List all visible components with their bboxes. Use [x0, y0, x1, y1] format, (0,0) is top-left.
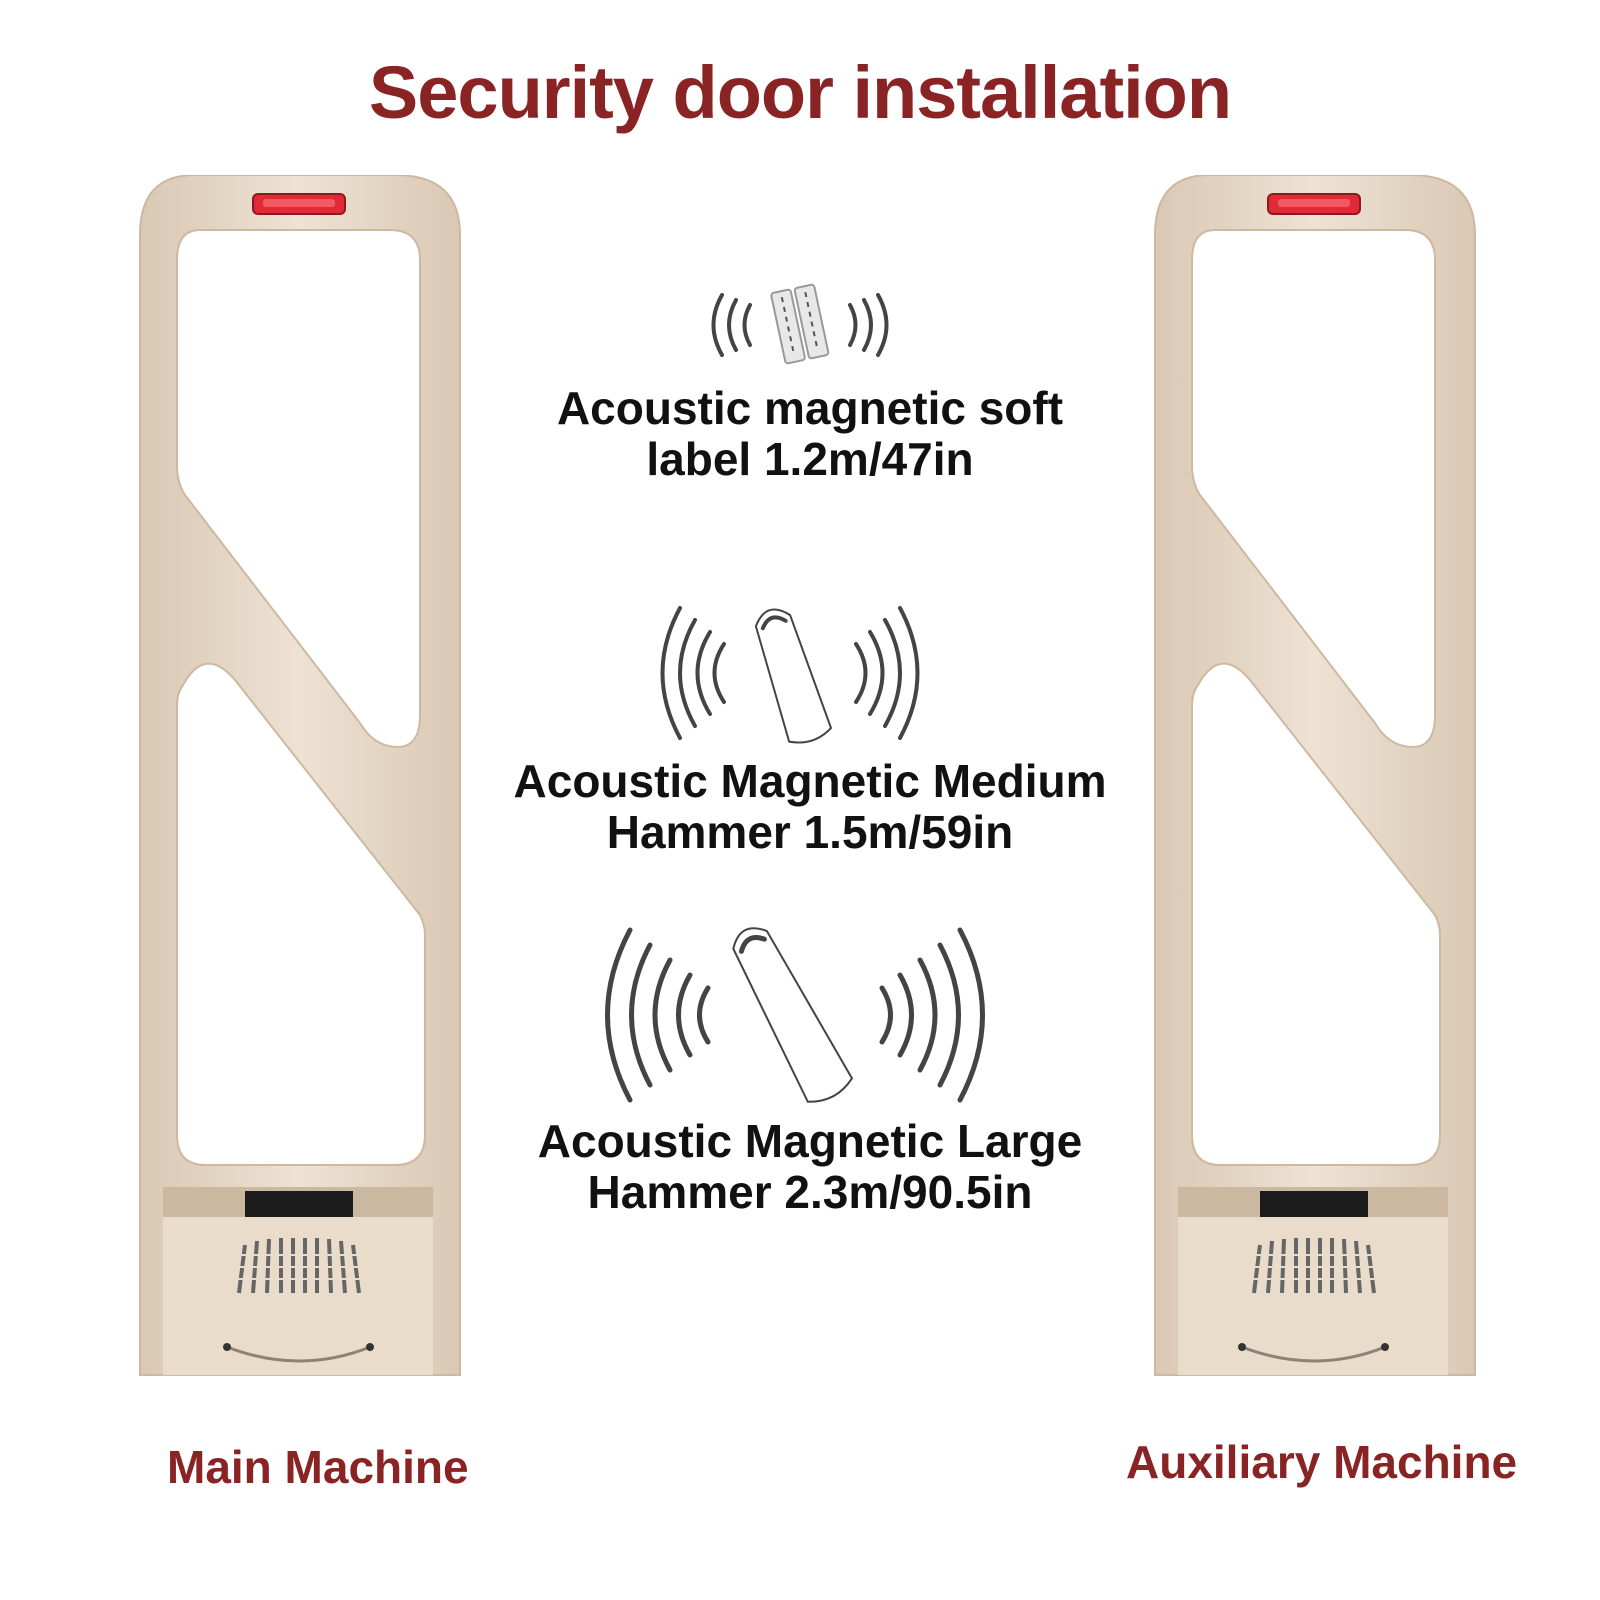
security-gate-icon [1154, 175, 1476, 1376]
caption-line: Hammer 1.5m/59in [606, 806, 1014, 858]
auxiliary-machine-label: Auxiliary Machine [1126, 1436, 1518, 1488]
caption-line: Acoustic Magnetic Large [537, 1115, 1083, 1167]
caption-line: Hammer 2.3m/90.5in [587, 1166, 1033, 1218]
main-machine-label: Main Machine [167, 1441, 469, 1493]
display-panel-icon [1260, 1191, 1368, 1217]
soft-label-icon [711, 283, 889, 365]
caption-line: label 1.2m/47in [646, 433, 974, 485]
auxiliary-machine-gate [1150, 175, 1490, 1415]
large-hammer-caption: Acoustic Magnetic Large Hammer 2.3m/90.5… [460, 1116, 1160, 1218]
caption-line: Acoustic Magnetic Medium [513, 755, 1107, 807]
medium-hammer-icon [660, 606, 920, 744]
caption-line: Acoustic magnetic soft [556, 382, 1064, 434]
display-panel-icon [245, 1191, 353, 1217]
main-machine-gate [135, 175, 475, 1415]
medium-hammer-caption: Acoustic Magnetic Medium Hammer 1.5m/59i… [460, 756, 1160, 858]
soft-label-caption: Acoustic magnetic soft label 1.2m/47in [460, 383, 1160, 485]
page-title: Security door installation [368, 51, 1232, 134]
large-hammer-icon [605, 927, 985, 1103]
security-gate-icon [139, 175, 461, 1376]
